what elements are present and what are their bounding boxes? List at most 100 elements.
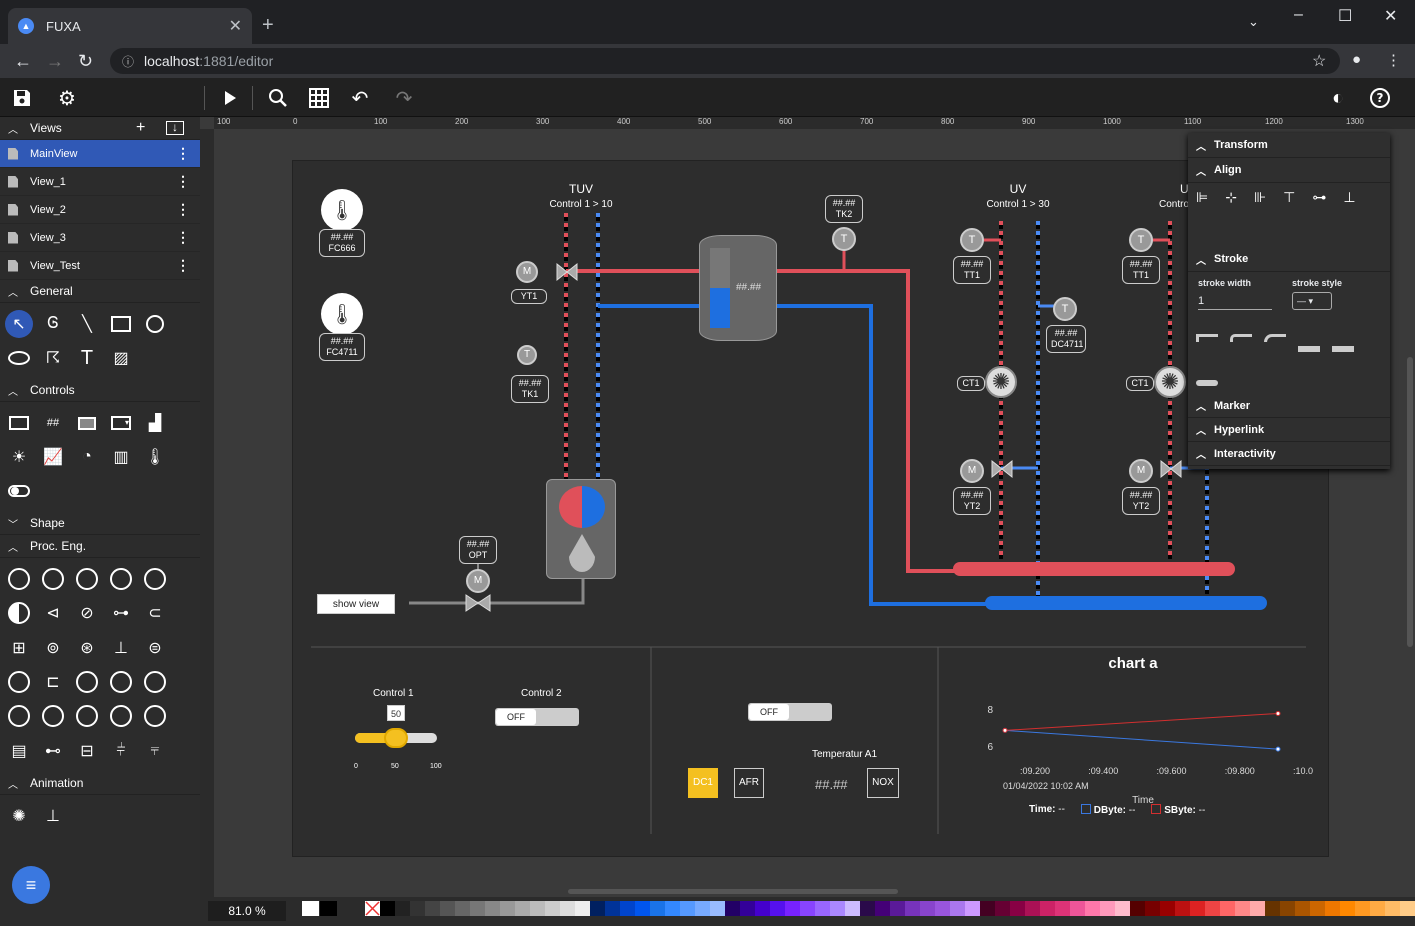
thermometer-icon[interactable]: 🌡 — [321, 293, 363, 335]
window-close-icon[interactable]: ✕ — [1384, 8, 1398, 25]
panel-icon[interactable]: ⊟ — [80, 742, 94, 760]
slider-thumb[interactable] — [384, 728, 408, 748]
check-valve-icon[interactable] — [104, 665, 138, 699]
select-control-icon[interactable]: ▾ — [104, 406, 138, 440]
switch-control-icon[interactable] — [2, 474, 36, 508]
palette-swatch[interactable] — [425, 901, 440, 916]
linejoin-miter-icon[interactable] — [1196, 334, 1218, 342]
motor-m-icon[interactable]: M — [466, 569, 490, 593]
palette-swatch[interactable] — [905, 901, 920, 916]
fc4711-value-box[interactable]: ##.##FC4711 — [319, 333, 365, 361]
motor-icon[interactable]: ⊶ — [113, 605, 129, 623]
palette-swatch[interactable] — [995, 901, 1010, 916]
motor-m-icon[interactable]: M — [1129, 459, 1153, 483]
palette-swatch[interactable] — [980, 901, 995, 916]
value-control-icon[interactable]: ## — [46, 417, 60, 429]
view-stage[interactable]: 🌡 ##.##FC666 🌡 ##.##FC4711 TUV Control 1… — [292, 160, 1329, 857]
valve-ring-icon[interactable] — [70, 665, 104, 699]
gear-pump-icon[interactable] — [2, 699, 36, 733]
save-icon[interactable] — [10, 86, 34, 110]
blower-icon[interactable] — [104, 562, 138, 596]
palette-swatch[interactable] — [635, 901, 650, 916]
palette-swatch[interactable] — [935, 901, 950, 916]
undo-icon[interactable]: ↶ — [351, 87, 369, 110]
fan-icon[interactable]: ✺ — [1154, 366, 1186, 398]
settings-gear-icon[interactable]: ⚙ — [58, 87, 76, 110]
view-item-mainview[interactable]: MainView ⋮ — [0, 140, 200, 168]
align-center-icon[interactable]: ⊹ — [1225, 189, 1237, 205]
palette-swatch[interactable] — [860, 901, 875, 916]
tk1-value-box[interactable]: ##.##TK1 — [511, 375, 549, 403]
manifold-icon[interactable]: ⫩ — [116, 741, 126, 759]
palette-swatch[interactable] — [650, 901, 665, 916]
palette-swatch[interactable] — [1040, 901, 1055, 916]
palette-swatch[interactable] — [1355, 901, 1370, 916]
image-tool-icon[interactable]: ▨ — [113, 350, 129, 367]
menu-fab-button[interactable]: ≡ — [12, 866, 50, 904]
palette-swatch[interactable] — [470, 901, 485, 916]
palette-swatch[interactable] — [1025, 901, 1040, 916]
forward-icon[interactable]: → — [46, 51, 64, 71]
boiler-icon[interactable] — [546, 479, 616, 579]
bookmark-star-icon[interactable]: ☆ — [1312, 53, 1327, 70]
palette-swatch[interactable] — [695, 901, 710, 916]
minimize-icon[interactable]: – — [1294, 6, 1303, 23]
palette-swatch[interactable] — [1250, 901, 1265, 916]
view-item-view2[interactable]: View_2 ⋮ — [0, 196, 200, 224]
palette-swatch[interactable] — [1280, 901, 1295, 916]
linejoin-bevel-icon[interactable] — [1264, 334, 1286, 342]
palette-swatch[interactable] — [1130, 901, 1145, 916]
palette-swatch[interactable] — [1235, 901, 1250, 916]
grid-icon[interactable] — [307, 86, 331, 110]
temperature-t-icon[interactable]: T — [960, 228, 984, 252]
filter-icon[interactable]: ⊛ — [80, 639, 94, 657]
legend-sbyte[interactable]: SByte: -- — [1151, 804, 1205, 816]
flow-meter-icon[interactable]: ⊷ — [45, 742, 61, 760]
palette-swatch[interactable] — [875, 901, 890, 916]
pipe-tool-icon[interactable]: ⫧ — [150, 741, 160, 759]
yt1-tag[interactable]: YT1 — [511, 289, 547, 304]
palette-swatch[interactable] — [1100, 901, 1115, 916]
palette-swatch[interactable] — [1085, 901, 1100, 916]
peristaltic-icon[interactable] — [104, 699, 138, 733]
line-tool-icon[interactable]: ╲ — [82, 316, 92, 333]
turbine-icon[interactable]: ⊚ — [46, 639, 60, 657]
views-header[interactable]: ︿ Views + ↓ — [0, 117, 200, 140]
tab-search-icon[interactable]: ⌄ — [1248, 14, 1259, 29]
fan-icon[interactable]: ✺ — [985, 366, 1017, 398]
editor-canvas[interactable]: 100 0 100 200 300 400 500 600 700 800 90… — [200, 117, 1415, 897]
profile-icon[interactable]: ● — [1352, 51, 1362, 68]
palette-swatch[interactable] — [800, 901, 815, 916]
palette-swatch[interactable] — [1115, 901, 1130, 916]
help-icon[interactable]: ? — [1368, 86, 1392, 110]
palette-swatch[interactable] — [1175, 901, 1190, 916]
agitator-icon[interactable]: ⊥ — [114, 639, 128, 657]
palette-swatch[interactable] — [785, 901, 800, 916]
motor-m-icon[interactable]: M — [960, 459, 984, 483]
linecap-butt-icon[interactable] — [1298, 346, 1320, 352]
diaphragm-icon[interactable] — [70, 699, 104, 733]
play-icon[interactable] — [218, 86, 242, 110]
stroke-color-swatch[interactable] — [320, 901, 337, 916]
ct1-tag-2[interactable]: CT1 — [1126, 376, 1154, 391]
align-bottom-icon[interactable]: ⊥ — [1343, 189, 1356, 205]
center-switch[interactable]: OFF — [748, 703, 832, 721]
palette-swatch[interactable] — [755, 901, 770, 916]
palette-swatch[interactable] — [770, 901, 785, 916]
pointer-tool-icon[interactable]: ↖ — [2, 307, 36, 341]
palette-swatch[interactable] — [590, 901, 605, 916]
bar-gauge-control-icon[interactable]: ▥ — [113, 449, 129, 466]
palette-swatch[interactable] — [575, 901, 590, 916]
opt-value-box[interactable]: ##.##OPT — [459, 536, 497, 564]
more-vert-icon[interactable]: ⋮ — [176, 229, 190, 245]
shape-header[interactable]: ﹀ Shape — [0, 512, 200, 535]
zoom-level[interactable]: 81.0 % — [208, 901, 286, 921]
spinner-animation-icon[interactable]: ✺ — [12, 808, 26, 825]
palette-swatch[interactable] — [515, 901, 530, 916]
fan-icon[interactable] — [70, 562, 104, 596]
palette-swatch[interactable] — [680, 901, 695, 916]
palette-swatch[interactable] — [845, 901, 860, 916]
palette-swatch[interactable] — [545, 901, 560, 916]
proc-eng-header[interactable]: ︿ Proc. Eng. — [0, 535, 200, 558]
nox-button[interactable]: NOX — [867, 768, 899, 798]
